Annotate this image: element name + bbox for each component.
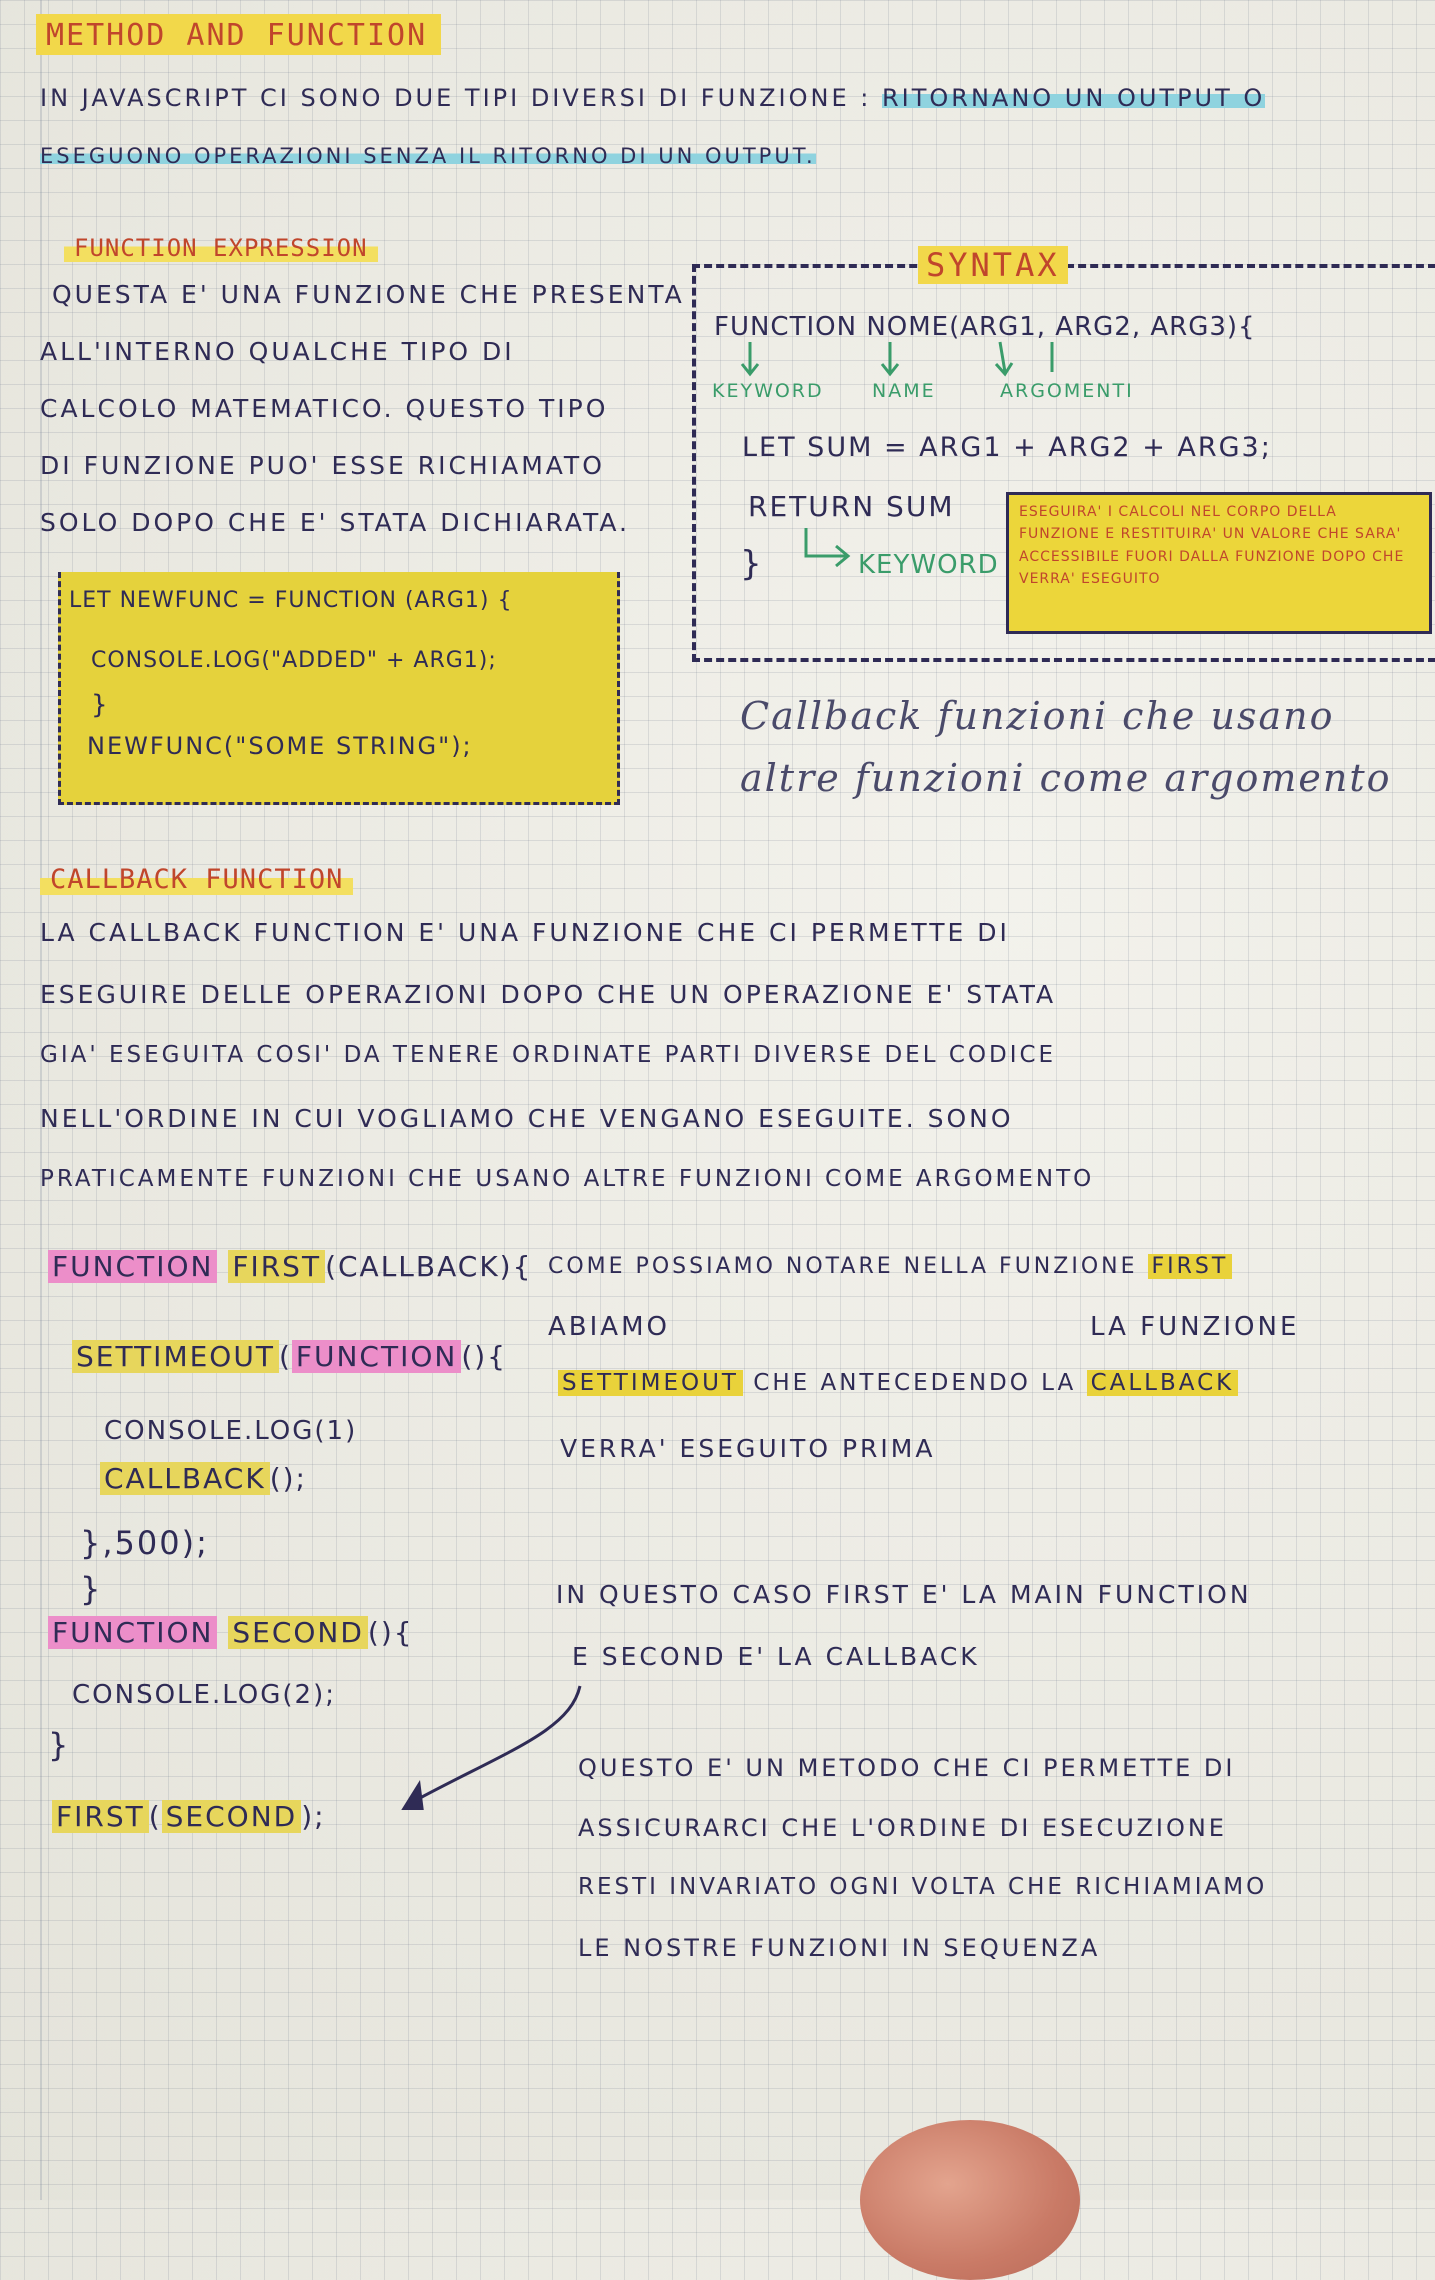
syntax-return-label: KEYWORD — [858, 550, 999, 580]
settimeout-params: (){ — [461, 1340, 507, 1373]
fe-code-line: } — [91, 690, 110, 720]
cursive-note-line1: Callback funzioni che usano — [740, 694, 1335, 738]
explain-la-funzione: LA FUNZIONE — [1090, 1312, 1300, 1342]
explain-p3-line: ASSICURARCI CHE L'ORDINE DI ESECUZIONE — [578, 1814, 1227, 1842]
fe-code-line: CONSOLE.log("ADDED" + ARG1); — [91, 648, 497, 673]
explain-line-3: SETTIMEOUT CHE ANTECEDENDO LA CALLBACK — [558, 1370, 1239, 1396]
syntax-title: SYNTAX — [918, 246, 1068, 284]
explain-text: COME POSSIAMO NOTARE NELLA FUNZIONE — [548, 1254, 1138, 1279]
fn-settimeout: SETTIMEOUT — [72, 1340, 279, 1373]
margin-line — [40, 0, 42, 2200]
fe-line: ALL'INTERNO QUALCHE TIPO DI — [40, 337, 515, 366]
code-second-decl: FUNCTION SECOND(){ — [48, 1616, 414, 1649]
page-title: METHOD AND FUNCTION — [36, 14, 442, 55]
callback-line: PRATICAMENTE FUNZIONI CHE USANO ALTRE FU… — [40, 1166, 1095, 1192]
code-close-timeout: },500); — [80, 1524, 209, 1562]
fe-line: SOLO DOPO CHE E' STATA DICHIARATA. — [40, 508, 631, 537]
arrowhead — [401, 1780, 424, 1810]
code-callback-call: CALLBACK(); — [100, 1462, 307, 1495]
explain-text: CHE ANTECEDENDO LA — [753, 1370, 1077, 1396]
arrow-name — [880, 342, 900, 377]
fn-first: FIRST — [228, 1250, 326, 1283]
call-second: SECOND — [161, 1800, 302, 1833]
explain-line-1: COME POSSIAMO NOTARE NELLA FUNZIONE FIRS… — [548, 1254, 1233, 1279]
kw-function-inner: FUNCTION — [291, 1340, 462, 1373]
call-tail: ); — [301, 1800, 326, 1833]
code-close-first: } — [80, 1570, 103, 1608]
fe-line: DI FUNZIONE PUO' ESSE RICHIAMATO — [40, 451, 605, 480]
explain-first: FIRST — [1147, 1254, 1233, 1279]
return-arrow — [804, 528, 851, 568]
code-first-decl: FUNCTION FIRST(CALLBACK){ — [48, 1250, 532, 1283]
callback-call-tail: (); — [269, 1462, 307, 1495]
second-params: (){ — [367, 1616, 414, 1649]
syntax-label-arguments: ARGOMENTI — [1000, 380, 1134, 402]
explain-callback: CALLBACK — [1086, 1370, 1239, 1396]
kw-function: FUNCTION — [48, 1250, 218, 1283]
intro-highlight: RITORNANO UN OUTPUT O — [881, 84, 1266, 112]
explain-p3-line: QUESTO E' UN METODO CHE CI PERMETTE DI — [578, 1754, 1236, 1782]
fe-code-line: NEWFUNC("SOME STRING"); — [87, 732, 473, 760]
syntax-arrows — [740, 341, 1054, 377]
syntax-return: RETURN SUM — [748, 490, 955, 523]
fe-line: CALCOLO MATEMATICO. QUESTO TIPO — [40, 394, 609, 423]
explain-line-4: VERRA' ESEGUITO PRIMA — [560, 1434, 936, 1463]
first-params: (CALLBACK){ — [325, 1250, 533, 1283]
intro-line-1: IN JAVASCRIPT CI SONO DUE TIPI DIVERSI D… — [40, 84, 1266, 112]
call-first: FIRST — [52, 1800, 149, 1833]
code-close-second: } — [48, 1726, 71, 1764]
callback-line: LA CALLBACK FUNCTION E' UNA FUNZIONE CHE… — [40, 918, 1010, 947]
arrow-keyword — [740, 342, 760, 377]
fe-code-block: LET NEWFUNC = FUNCTION (ARG1) { CONSOLE.… — [58, 572, 620, 805]
code-settimeout: SETTIMEOUT(FUNCTION(){ — [72, 1340, 507, 1373]
callback-title: CALLBACK FUNCTION — [40, 864, 354, 895]
syntax-label-keyword: KEYWORD — [712, 380, 824, 402]
syntax-note: ESEGUIRA' I CALCOLI NEL CORPO DELLA FUNZ… — [1006, 492, 1432, 634]
explain-p3-line: LE NOSTRE FUNZIONI IN SEQUENZA — [578, 1934, 1101, 1962]
settimeout-paren: ( — [278, 1340, 292, 1373]
code-call-first: FIRST(SECOND); — [52, 1800, 326, 1833]
explain-settimeout: SETTIMEOUT — [558, 1370, 743, 1396]
syntax-close: } — [740, 544, 764, 584]
callback-line: ESEGUIRE DELLE OPERAZIONI DOPO CHE UN OP… — [40, 980, 1057, 1009]
explain-p2-line2: E SECOND E' LA CALLBACK — [572, 1642, 980, 1671]
fe-code-line: LET NEWFUNC = FUNCTION (ARG1) { — [69, 588, 513, 613]
syntax-label-name: NAME — [872, 380, 936, 402]
arrow-arg1 — [994, 341, 1014, 377]
callback-line: GIA' ESEGUITA COSI' DA TENERE ORDINATE P… — [40, 1042, 1057, 1068]
kw-function-second: FUNCTION — [48, 1616, 218, 1649]
function-expression-text: QUESTA E' UNA FUNZIONE CHE PRESENTA ALL'… — [40, 282, 685, 567]
explain-p2-line1: IN QUESTO CASO FIRST E' LA MAIN FUNCTION — [556, 1580, 1252, 1609]
intro-line-2: ESEGUONO OPERAZIONI SENZA IL RITORNO DI … — [40, 144, 816, 168]
finger-photo-artifact — [860, 2120, 1080, 2280]
cursive-note-line2: altre funzioni come argomento — [740, 756, 1392, 800]
function-expression-title: FUNCTION EXPRESSION — [64, 234, 378, 262]
explain-p3-line: RESTI INVARIATO OGNI VOLTA CHE RICHIAMIA… — [578, 1874, 1268, 1900]
fe-line: QUESTA E' UNA FUNZIONE CHE PRESENTA — [52, 280, 685, 309]
explain-abiamo: ABIAMO — [548, 1312, 670, 1342]
syntax-signature: FUNCTION NOME(ARG1, ARG2, ARG3){ — [714, 312, 1256, 342]
callback-text: LA CALLBACK FUNCTION E' UNA FUNZIONE CHE… — [40, 920, 1094, 1230]
callback-call: CALLBACK — [100, 1462, 270, 1495]
intro-text: IN JAVASCRIPT CI SONO DUE TIPI DIVERSI D… — [40, 84, 872, 112]
syntax-body: LET SUM = ARG1 + ARG2 + ARG3; — [742, 432, 1272, 463]
explain-p3: QUESTO E' UN METODO CHE CI PERMETTE DI A… — [578, 1756, 1267, 1996]
code-console-1: CONSOLE.log(1) — [104, 1416, 358, 1446]
code-console-2: CONSOLE.log(2); — [72, 1680, 336, 1710]
pointer-arrow — [401, 1685, 582, 1810]
callback-line: NELL'ORDINE IN CUI VOGLIAMO CHE VENGANO … — [40, 1104, 1014, 1133]
fn-second: SECOND — [228, 1616, 368, 1649]
